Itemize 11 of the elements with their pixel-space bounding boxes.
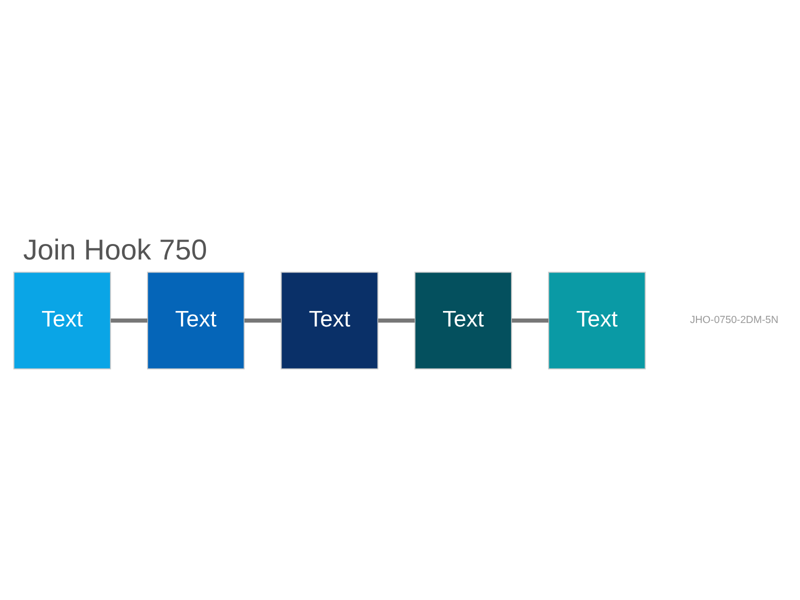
node-box: Text bbox=[13, 271, 112, 369]
connector bbox=[512, 318, 548, 322]
connector bbox=[378, 318, 415, 322]
node-box: Text bbox=[147, 271, 245, 369]
diagram-title: Join Hook 750 bbox=[23, 234, 208, 266]
connector bbox=[110, 318, 148, 322]
node-box: Text bbox=[548, 271, 646, 369]
label: JHO-0750-2DM-5N bbox=[690, 314, 778, 326]
node-box: Text bbox=[414, 271, 512, 369]
connector bbox=[244, 318, 282, 322]
node-box: Text bbox=[280, 271, 378, 369]
